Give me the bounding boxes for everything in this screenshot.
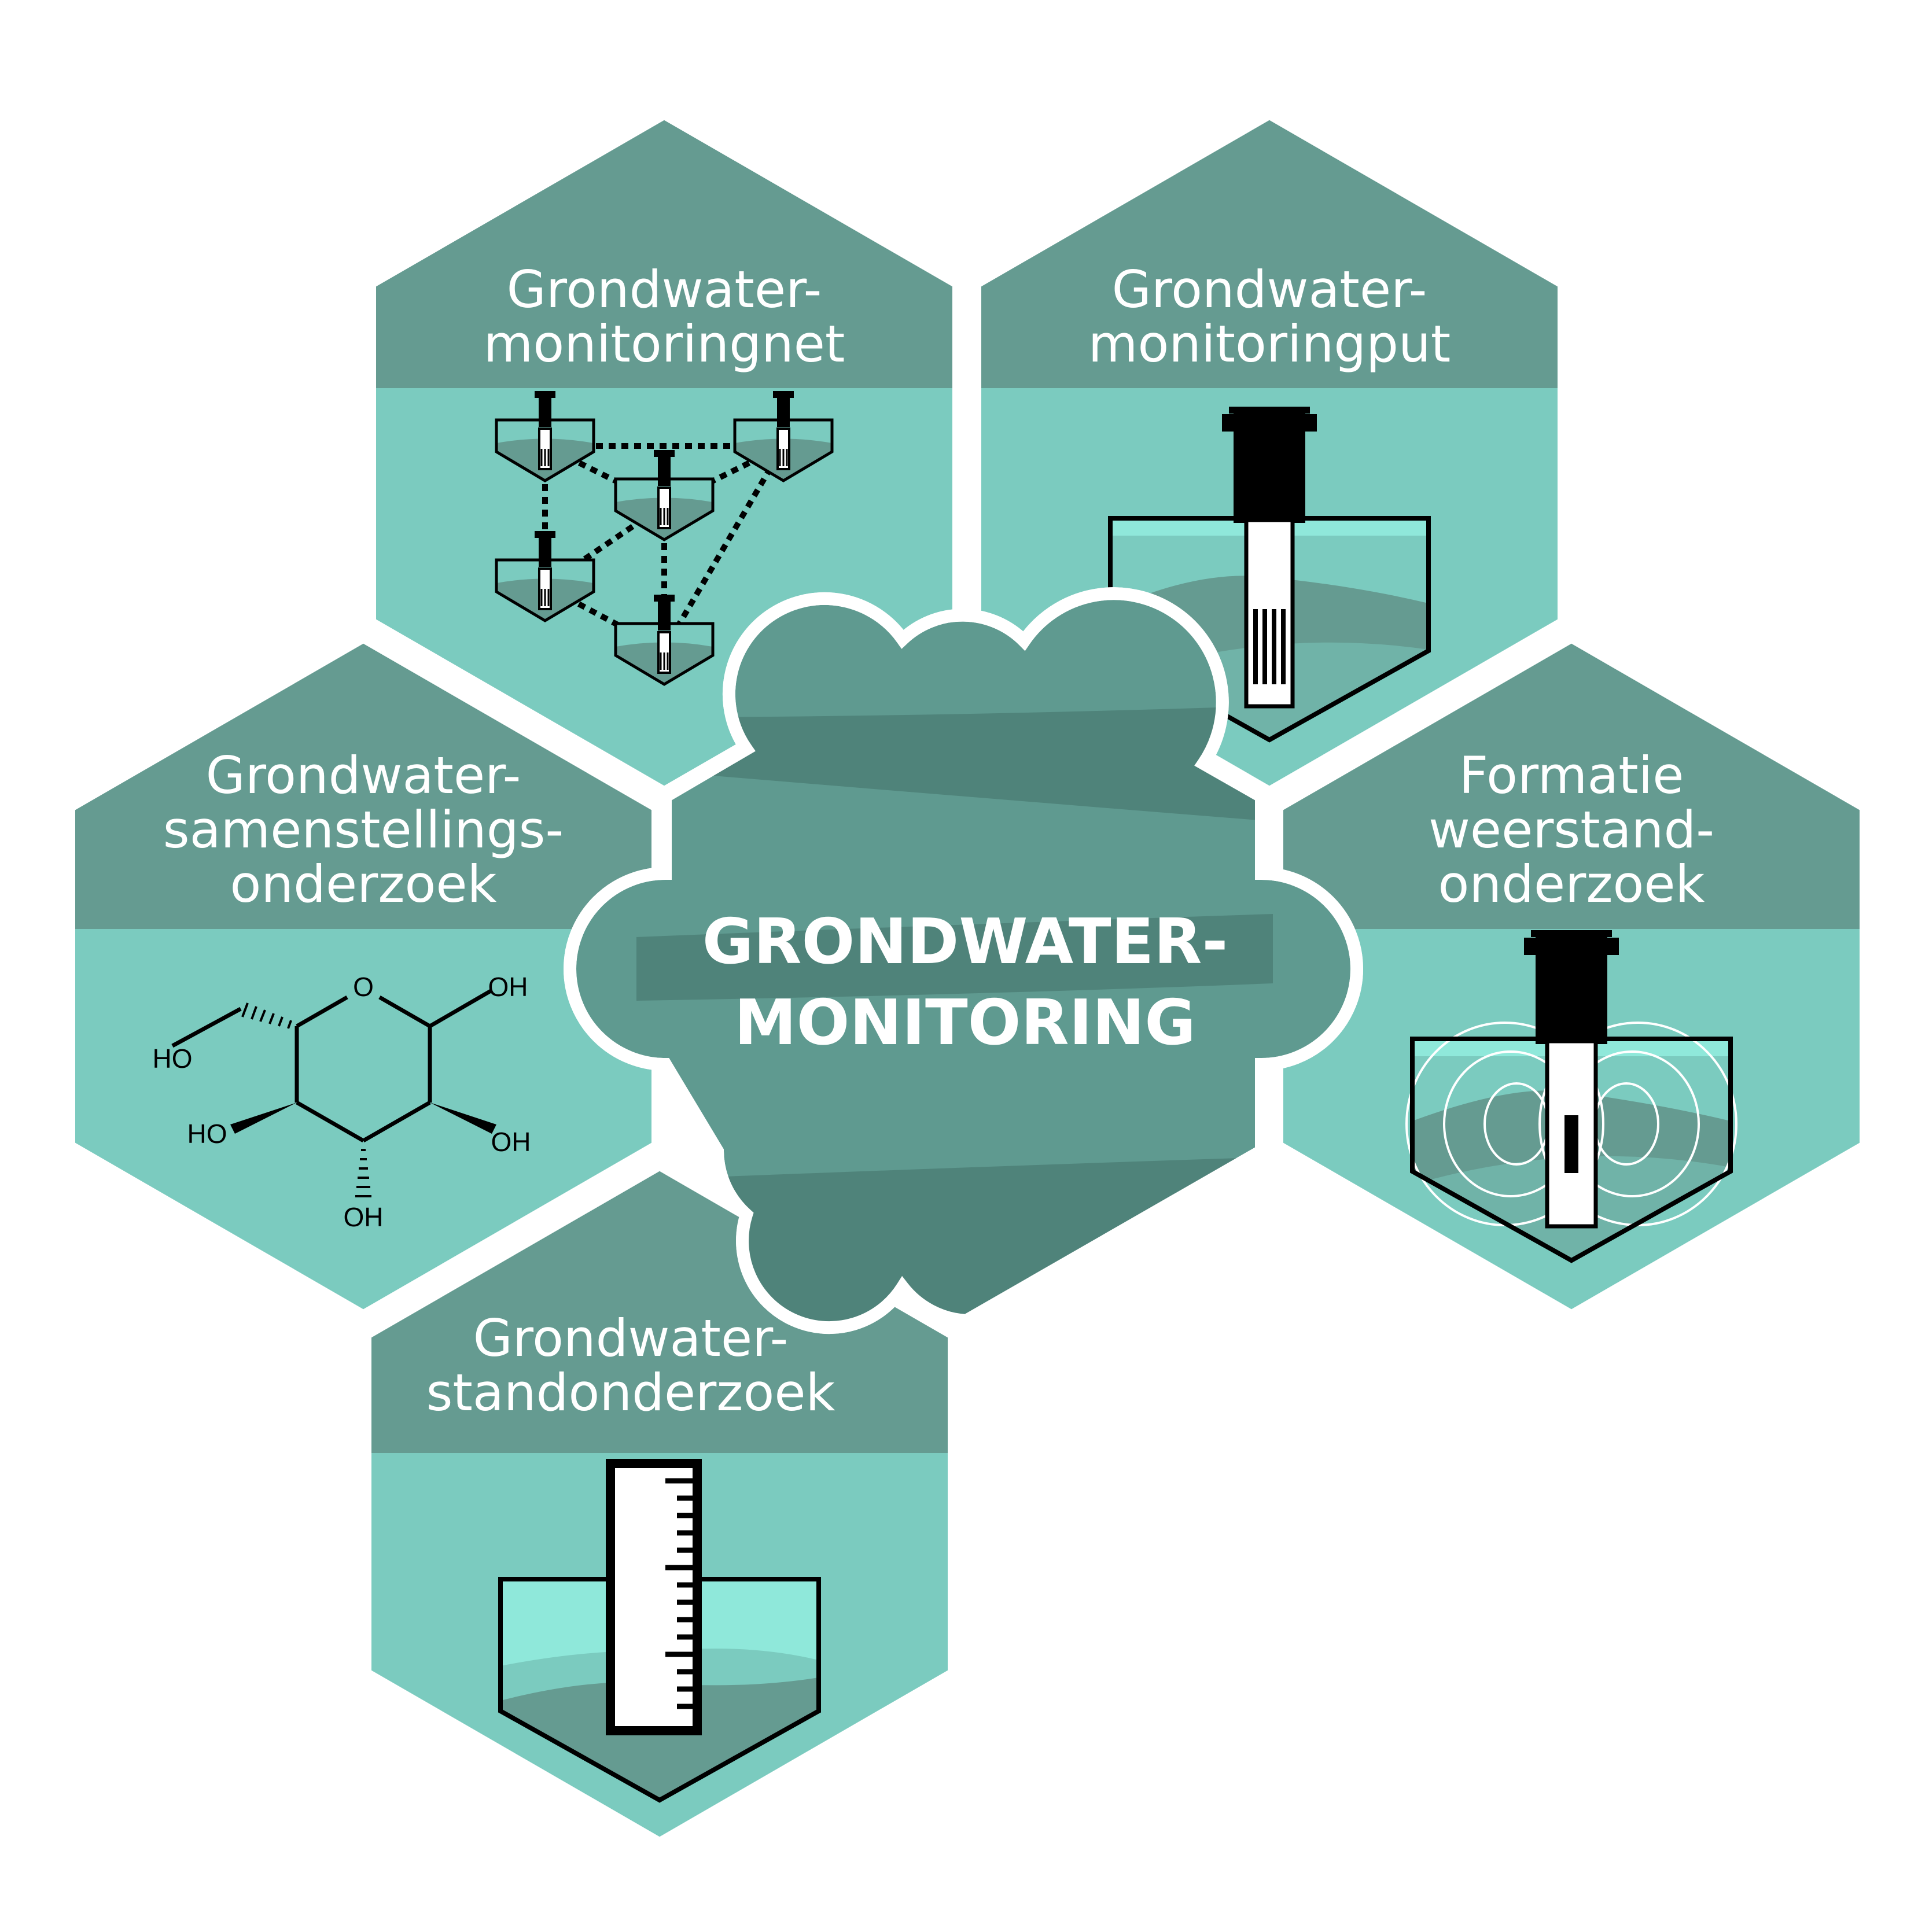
mini-well-2 xyxy=(733,391,834,482)
hex-put-title-line1: Grondwater- xyxy=(1112,260,1427,319)
hex-net-title-line2: monitoringnet xyxy=(484,314,845,374)
mini-well-4 xyxy=(495,531,595,622)
hex-net-title-line1: Grondwater- xyxy=(507,260,822,319)
glucose-molecule-icon xyxy=(171,988,493,1197)
hex-stand-title-line2: standonderzoek xyxy=(426,1363,835,1422)
hex-samenstellingsonderzoek: Grondwater- samenstellings- onderzoek xyxy=(62,629,664,1324)
wedge-bond-right xyxy=(430,1103,496,1134)
water-level-gauge-icon xyxy=(498,1459,821,1803)
hex-samenstelling-title-line3: onderzoek xyxy=(230,854,497,914)
center-title-line1: GRONDWATER- xyxy=(702,906,1228,978)
oh-top-right-label: OH xyxy=(488,972,528,1002)
hex-formatie-title-line1: Formatie xyxy=(1459,746,1684,805)
hex-formatie-title-line3: onderzoek xyxy=(1438,854,1705,914)
ho-left-label: HO xyxy=(153,1044,193,1074)
mini-well-3 xyxy=(614,450,715,541)
resistance-field-icon xyxy=(1405,930,1737,1263)
center-cloud: GRONDWATER- MONITORING xyxy=(564,587,1363,1334)
hex-formatie-title-line2: weerstand- xyxy=(1429,800,1714,860)
mini-well-5 xyxy=(614,595,715,686)
mini-well-1 xyxy=(495,391,595,482)
ho-bottom-left-label: HO xyxy=(187,1119,227,1149)
wedge-bond-left xyxy=(230,1103,297,1134)
hex-samenstelling-title-line1: Grondwater- xyxy=(206,746,521,805)
hex-samenstelling-title-line2: samenstellings- xyxy=(163,800,564,860)
oh-bottom-right-label: OH xyxy=(491,1127,531,1157)
oh-bottom-label: OH xyxy=(344,1202,384,1232)
center-title-line2: MONITORING xyxy=(734,987,1196,1059)
hex-stand-title-line1: Grondwater- xyxy=(473,1308,789,1368)
hex-formatieweerstandonderzoek: Formatie weerstand- onderzoek xyxy=(1271,629,1872,1324)
ring-oxygen-label: O xyxy=(353,972,374,1002)
hex-put-title-line2: monitoringput xyxy=(1088,314,1451,374)
